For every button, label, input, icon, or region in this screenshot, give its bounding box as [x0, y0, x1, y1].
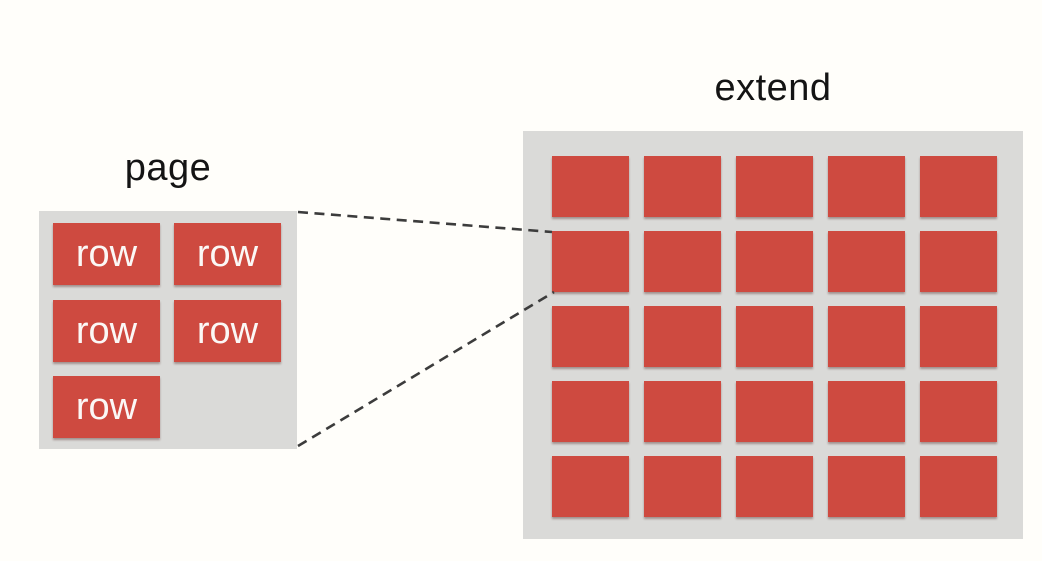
extend-cell — [552, 456, 629, 517]
page-row-box: row — [53, 376, 160, 438]
extend-cell — [920, 456, 997, 517]
callout-line-top — [297, 210, 553, 234]
page-row-box: row — [53, 223, 160, 285]
extend-cell — [828, 381, 905, 442]
extend-cell — [920, 156, 997, 217]
extend-cell — [736, 381, 813, 442]
extend-cell — [920, 231, 997, 292]
extend-cell — [736, 156, 813, 217]
extend-cell — [736, 456, 813, 517]
callout-line-bottom — [297, 290, 555, 448]
extend-cell — [920, 306, 997, 367]
extend-cell — [644, 156, 721, 217]
page-label: page — [124, 147, 212, 189]
extend-panel — [523, 131, 1023, 539]
extend-cell — [920, 381, 997, 442]
extend-cell — [644, 381, 721, 442]
extend-cell — [552, 231, 629, 292]
page-row-box: row — [174, 300, 281, 362]
page-row-box: row — [174, 223, 281, 285]
extend-cell — [736, 231, 813, 292]
extend-cell — [644, 456, 721, 517]
extend-cell — [828, 231, 905, 292]
extend-label: extend — [714, 67, 832, 109]
extend-cell — [644, 231, 721, 292]
extend-cell — [552, 306, 629, 367]
extend-cell — [552, 381, 629, 442]
extend-cell — [828, 456, 905, 517]
page-row-box: row — [53, 300, 160, 362]
extend-cell — [736, 306, 813, 367]
extend-cell — [644, 306, 721, 367]
extend-cell — [552, 156, 629, 217]
extend-cell — [828, 156, 905, 217]
extend-cell — [828, 306, 905, 367]
